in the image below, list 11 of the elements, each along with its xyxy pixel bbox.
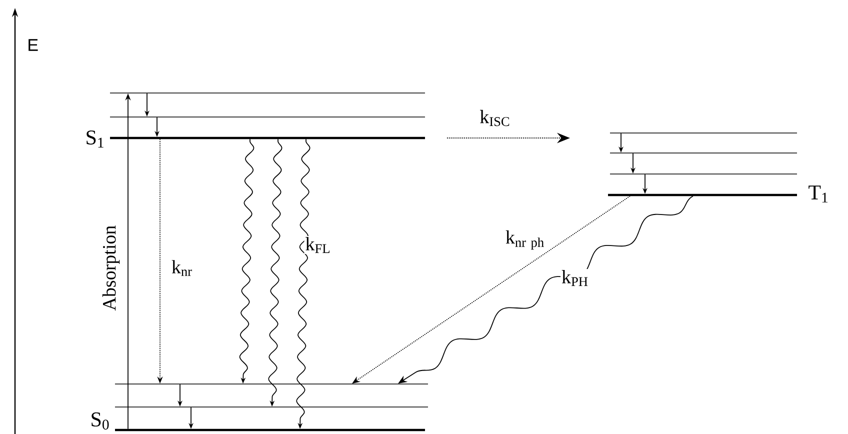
energy-level-line <box>610 132 797 134</box>
edge-label: $\mathrm{k}_{\mathrm{nr\ ph}}$ <box>504 229 546 251</box>
axis-label: E <box>28 39 38 51</box>
state-label: S$_{0}$ <box>92 412 109 430</box>
edge-label: k$_{nr}$ <box>170 259 194 277</box>
edge-label: k$_{PH}$ <box>560 269 590 287</box>
state-label: S$_{1}$ <box>86 130 104 148</box>
edge-label: k$_{ISC}$ <box>478 108 512 128</box>
state-label: T$_{1}$ <box>808 186 828 202</box>
edge-label: Absorption <box>101 224 121 312</box>
edge-label: k$_{FL}$ <box>304 236 332 254</box>
